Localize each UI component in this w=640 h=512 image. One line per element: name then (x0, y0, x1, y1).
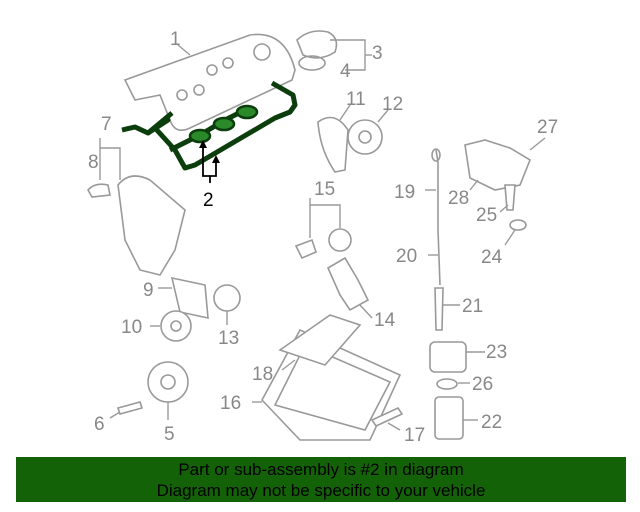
callout-18[interactable]: 18 (252, 364, 273, 385)
part-oil-cooler[interactable] (429, 341, 467, 373)
part-tensioner[interactable] (294, 228, 352, 260)
part-info-banner: Part or sub-assembly is #2 in diagram Di… (16, 457, 626, 502)
callout-4[interactable]: 4 (340, 61, 351, 82)
callout-24[interactable]: 24 (481, 247, 503, 268)
callout-5[interactable]: 5 (164, 424, 175, 445)
callout-6[interactable]: 6 (94, 414, 105, 435)
part-oil-pan[interactable] (261, 328, 402, 441)
callout-26[interactable]: 26 (472, 374, 493, 395)
part-oil-baffle[interactable] (278, 314, 362, 366)
callout-27[interactable]: 27 (537, 117, 558, 138)
callout-22[interactable]: 22 (481, 412, 502, 433)
part-dipstick[interactable] (431, 148, 444, 331)
callout-13[interactable]: 13 (218, 328, 239, 349)
part-bolt[interactable] (116, 401, 144, 415)
callout-17[interactable]: 17 (404, 425, 425, 446)
callout-7[interactable]: 7 (101, 114, 112, 135)
part-oil-filler-cap[interactable] (296, 30, 338, 71)
callout-1[interactable]: 1 (170, 29, 181, 50)
part-bracket[interactable] (326, 256, 370, 312)
callout-3[interactable]: 3 (372, 43, 383, 64)
callout-20[interactable]: 20 (396, 246, 417, 267)
part-timing-belt[interactable] (317, 116, 349, 173)
callout-2[interactable]: 2 (203, 190, 214, 211)
callout-28[interactable]: 28 (448, 188, 469, 209)
part-timing-cover[interactable] (87, 175, 186, 276)
part-valve-cover-gasket[interactable] (121, 80, 298, 171)
part-valve-cover[interactable] (123, 33, 296, 131)
callout-12[interactable]: 12 (382, 94, 403, 115)
callout-16[interactable]: 16 (220, 393, 241, 414)
callout-14[interactable]: 14 (374, 310, 396, 331)
banner-line-1: Part or sub-assembly is #2 in diagram (178, 460, 464, 479)
part-camshaft-sprocket[interactable] (347, 119, 383, 155)
part-oil-filter[interactable] (434, 378, 464, 440)
callout-19[interactable]: 19 (394, 182, 415, 203)
callout-25[interactable]: 25 (476, 205, 497, 226)
callout-8[interactable]: 8 (88, 152, 99, 173)
banner-line-2: Diagram may not be specific to your vehi… (156, 481, 486, 500)
callout-11[interactable]: 11 (346, 89, 366, 110)
callout-15[interactable]: 15 (314, 179, 335, 200)
callout-23[interactable]: 23 (486, 342, 507, 363)
part-gasket-17[interactable] (370, 406, 404, 428)
callout-10[interactable]: 10 (121, 317, 142, 338)
callout-21[interactable]: 21 (462, 296, 483, 317)
parts-diagram: 1 2 3 4 5 6 7 8 9 10 11 12 13 14 15 16 1… (87, 29, 558, 446)
callout-9[interactable]: 9 (143, 280, 154, 301)
part-crankshaft-pulley[interactable] (147, 361, 189, 403)
part-oil-filter-housing[interactable] (464, 139, 531, 231)
